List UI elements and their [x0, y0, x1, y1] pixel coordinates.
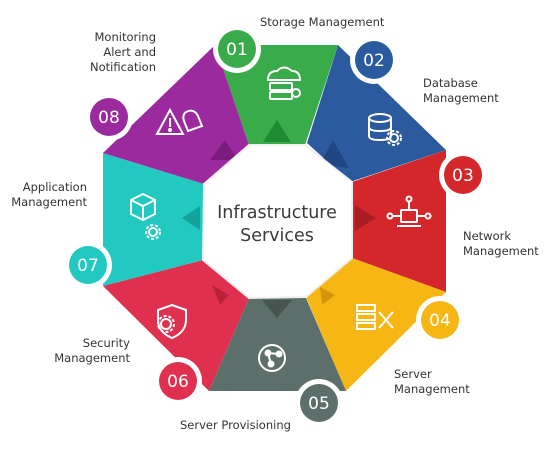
segment-02-notch [320, 140, 349, 168]
segment-08-notch [210, 140, 238, 160]
label-08-line3: Notification [90, 60, 156, 74]
badge-02: 02 [350, 36, 398, 84]
database-gear-icon [368, 113, 402, 146]
label-08-line2: Alert and [103, 45, 156, 59]
segment-07-notch [182, 206, 200, 230]
badge-06: 06 [154, 357, 202, 405]
label-02-line1: Database [423, 76, 478, 90]
badge-04: 04 [416, 296, 464, 344]
label-03-line1: Network [463, 229, 511, 243]
segment-06-notch [212, 285, 229, 305]
badge-04-number: 04 [429, 311, 451, 331]
center-title-line2: Services [240, 226, 314, 246]
segment-05 [209, 298, 346, 391]
label-06-line2: Management [54, 351, 130, 365]
badge-07: 07 [64, 241, 112, 289]
label-06-line1: Security [83, 336, 130, 350]
badge-01-number: 01 [226, 40, 248, 60]
center-hub [201, 144, 353, 300]
label-05: Server Provisioning [180, 418, 291, 432]
segment-03-notch [355, 205, 376, 231]
badge-05-number: 05 [308, 394, 330, 414]
segment-06 [103, 260, 249, 391]
segment-03-shape [352, 150, 446, 292]
badge-06-number: 06 [167, 372, 189, 392]
badge-03-number: 03 [452, 166, 474, 186]
badge-03: 03 [439, 151, 487, 199]
storage-server-icon [266, 66, 302, 100]
label-07-line1: Application [23, 180, 87, 194]
center-title-line1: Infrastructure [217, 203, 337, 223]
label-04-line2: Management [394, 382, 470, 396]
segment-01-notch [263, 120, 291, 142]
segment-04-notch [320, 287, 335, 305]
cube-gear-icon [130, 192, 161, 240]
badge-02-number: 02 [363, 51, 385, 71]
segment-07-shape [103, 153, 204, 286]
badge-07-number: 07 [77, 256, 99, 276]
segment-08 [103, 45, 249, 184]
label-03-line2: Management [463, 244, 539, 258]
badge-05: 05 [295, 379, 343, 427]
label-08-line1: Monitoring [95, 30, 157, 44]
label-01: Storage Management [260, 15, 385, 29]
segment-03 [352, 150, 446, 292]
badge-08-number: 08 [98, 108, 120, 128]
provisioning-icon [258, 344, 286, 372]
badge-01: 01 [213, 25, 261, 73]
segment-05-shape [209, 298, 346, 391]
segment-05-notch [262, 300, 292, 318]
badge-08: 08 [85, 93, 133, 141]
segment-06-shape [103, 260, 249, 391]
label-04-line1: Server [394, 367, 432, 381]
alert-bell-icon [155, 107, 204, 135]
network-icon [386, 195, 432, 227]
label-02-line2: Management [423, 91, 499, 105]
server-tools-icon [356, 304, 394, 330]
segment-07 [103, 153, 204, 286]
segment-08-shape [103, 45, 249, 184]
shield-gear-icon [157, 303, 187, 340]
label-07-line2: Management [11, 195, 87, 209]
